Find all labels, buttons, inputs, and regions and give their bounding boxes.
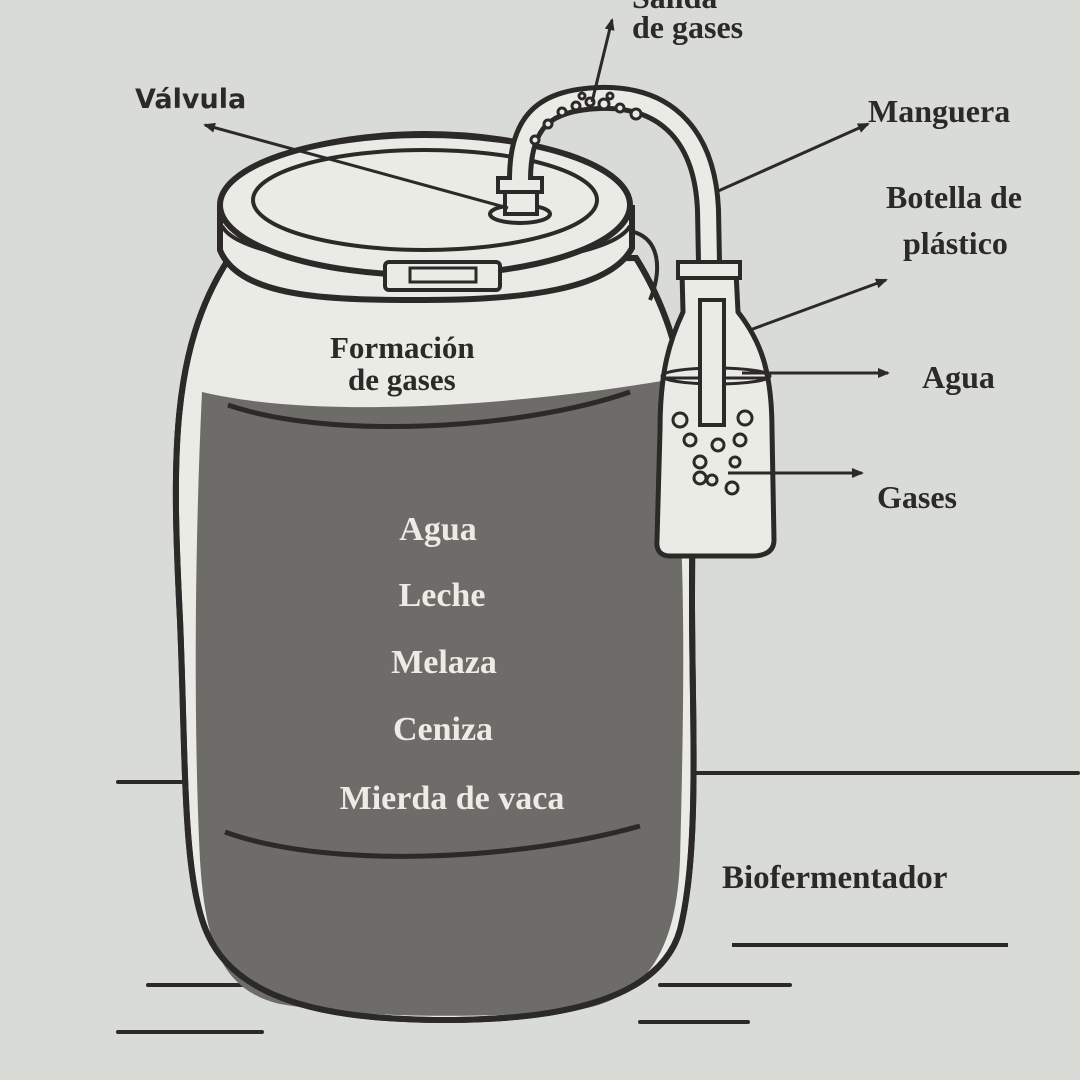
gas-formation-label-line1: Formación xyxy=(330,330,475,365)
arrow-bottle xyxy=(749,278,888,332)
gas-outlet-label-line1: Salida xyxy=(632,0,717,15)
biofermenter-label: Biofermentador xyxy=(722,860,947,896)
plastic-bottle xyxy=(654,260,777,559)
pointer-arrows xyxy=(203,18,890,478)
ingredient-leche: Leche xyxy=(399,577,486,614)
gases-label: Gases xyxy=(877,479,957,515)
bottle-label-line2: plástico xyxy=(903,225,1008,261)
arrow-hose xyxy=(715,122,870,194)
gas-outlet-label-line2: de gases xyxy=(632,9,743,45)
ingredient-mierda-de-vaca: Mierda de vaca xyxy=(340,780,565,817)
ingredient-agua: Agua xyxy=(399,511,476,548)
water-label: Agua xyxy=(922,359,995,395)
ingredient-ceniza: Ceniza xyxy=(393,711,493,748)
hose-label: Manguera xyxy=(868,93,1010,129)
barrel xyxy=(172,131,697,1024)
gas-formation-label-line2: de gases xyxy=(348,362,456,397)
ingredient-melaza: Melaza xyxy=(391,644,497,681)
valve-label: Válvula xyxy=(135,84,246,115)
hose xyxy=(507,84,725,421)
ingredients-list: Agua Leche Melaza Ceniza Mierda de vaca xyxy=(340,511,565,817)
arrow-valve xyxy=(203,122,509,210)
ground-lines xyxy=(116,771,1080,1034)
arrow-gas-outlet xyxy=(590,18,615,103)
liquid-fill xyxy=(195,380,684,1016)
bottle-label-line1: Botella de xyxy=(886,179,1022,215)
valve-fitting xyxy=(488,176,552,225)
